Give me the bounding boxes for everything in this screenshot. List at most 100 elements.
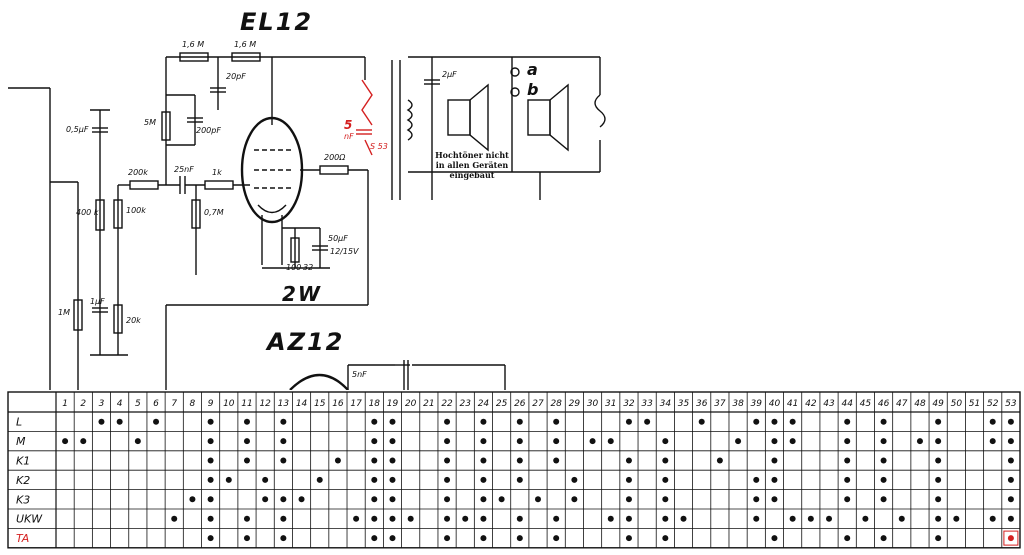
tweeter-note-line: in allen Geräten [435, 160, 509, 170]
switch-contact-dot [625, 496, 632, 503]
switch-contact-dot [207, 535, 214, 542]
transformer-coil [406, 99, 413, 141]
column-header: 6 [153, 399, 159, 409]
column-header: 35 [678, 399, 690, 409]
switch-contact-dot [862, 515, 869, 522]
column-header: 9 [208, 399, 214, 409]
column-header: 14 [296, 399, 308, 409]
switch-contact-dot [625, 515, 632, 522]
column-header: 39 [751, 399, 763, 409]
switch-contact-dot [607, 438, 614, 445]
terminal-b [510, 87, 520, 97]
switch-contact-dot [1007, 457, 1014, 464]
switch-contact-dot [753, 496, 760, 503]
switch-contact-dot [844, 535, 851, 542]
switch-contact-dot [407, 515, 414, 522]
switch-contact-dot [553, 535, 560, 542]
switch-contact-dot [371, 496, 378, 503]
switch-contact-dot [1007, 515, 1014, 522]
column-header: 17 [350, 399, 362, 409]
switch-contact-dot [935, 457, 942, 464]
resistor-1k [204, 180, 234, 190]
tweeter-note-line: Hochtöner nicht [435, 150, 509, 160]
switch-contact-dot [298, 496, 305, 503]
switch-contact-dot [516, 438, 523, 445]
switch-contact-dot [553, 438, 560, 445]
label-r-1.6m-left: 1,6 M [182, 40, 205, 49]
label-c-0.5uf: 0,5µF [66, 125, 89, 134]
switch-contact-dot [371, 438, 378, 445]
switch-contact-dot [989, 418, 996, 425]
switch-contact-dot [662, 438, 669, 445]
switch-contact-dot [480, 535, 487, 542]
column-header: 41 [787, 399, 798, 409]
label-c-2uf: 2µF [442, 70, 457, 79]
schematic-drawing [8, 52, 606, 391]
resistor-1.6m-right [231, 52, 261, 62]
switch-contact-dot [371, 535, 378, 542]
label-r-400k: 400 k [76, 208, 99, 217]
label-c-5nf-az: 5nF [352, 370, 367, 379]
switch-contact-dot [625, 535, 632, 542]
switch-contact-dot [589, 438, 596, 445]
column-header: 7 [171, 399, 177, 409]
inductor [594, 94, 606, 128]
switch-contact-dot [316, 476, 323, 483]
label-red-cap-unit: nF [344, 132, 354, 141]
resistor-20k [113, 304, 123, 334]
switch-contact-dot [789, 418, 796, 425]
switch-contact-dot [389, 457, 396, 464]
switch-contact-dot [880, 476, 887, 483]
switch-contact-dot [662, 515, 669, 522]
column-header: 21 [423, 399, 434, 409]
column-header: 40 [769, 399, 781, 409]
switch-contact-dot [207, 496, 214, 503]
column-header: 30 [587, 399, 599, 409]
switch-contact-dot [753, 418, 760, 425]
row-label: TA [16, 532, 29, 545]
switch-contact-dot [444, 418, 451, 425]
switch-contact-dot [1007, 438, 1014, 445]
speaker-a [447, 99, 471, 136]
switch-contact-dot [771, 457, 778, 464]
switch-contact-dot [716, 457, 723, 464]
switch-contact-dot [444, 457, 451, 464]
column-header: 27 [532, 399, 544, 409]
switch-contact-dot [334, 457, 341, 464]
switch-contact-dot [771, 535, 778, 542]
switch-contact-dot [771, 476, 778, 483]
column-header: 26 [514, 399, 526, 409]
switch-contact-dot [498, 496, 505, 503]
switch-contact-dot [171, 515, 178, 522]
switch-contact-dot [480, 418, 487, 425]
switch-contact-dot [207, 418, 214, 425]
column-header: 45 [860, 399, 872, 409]
label-c-1uf: 1µF [90, 297, 105, 306]
label-r-0.7m: 0,7M [204, 208, 224, 217]
switch-contact-dot [753, 476, 760, 483]
switch-contact-dot [389, 476, 396, 483]
column-header: 19 [387, 399, 399, 409]
switch-contact-dot [898, 515, 905, 522]
switch-contact-dot [789, 438, 796, 445]
switch-contact-dot [698, 418, 705, 425]
switch-contact-dot [516, 457, 523, 464]
switch-contact-dot [625, 476, 632, 483]
label-r-20k: 20k [126, 316, 141, 325]
switch-contact-dot [243, 418, 250, 425]
resistor-5m [161, 111, 171, 141]
column-header: 37 [714, 399, 726, 409]
column-header: 42 [805, 399, 817, 409]
row-label: K3 [16, 493, 30, 506]
switch-contact-dot [389, 515, 396, 522]
switch-contact-dot [807, 515, 814, 522]
switch-contact-dot [935, 515, 942, 522]
schematic-diagram: EL12 AZ12 2W 1,6 M 1,6 M 20pF 5M 200pF 0… [8, 8, 606, 391]
label-c-25nf: 25nF [174, 165, 194, 174]
switch-contact-dot [644, 418, 651, 425]
resistor-200ohm [319, 165, 349, 175]
switch-contact-dot [444, 438, 451, 445]
resistor-0.7m [191, 199, 201, 229]
switch-contact-dot [444, 496, 451, 503]
